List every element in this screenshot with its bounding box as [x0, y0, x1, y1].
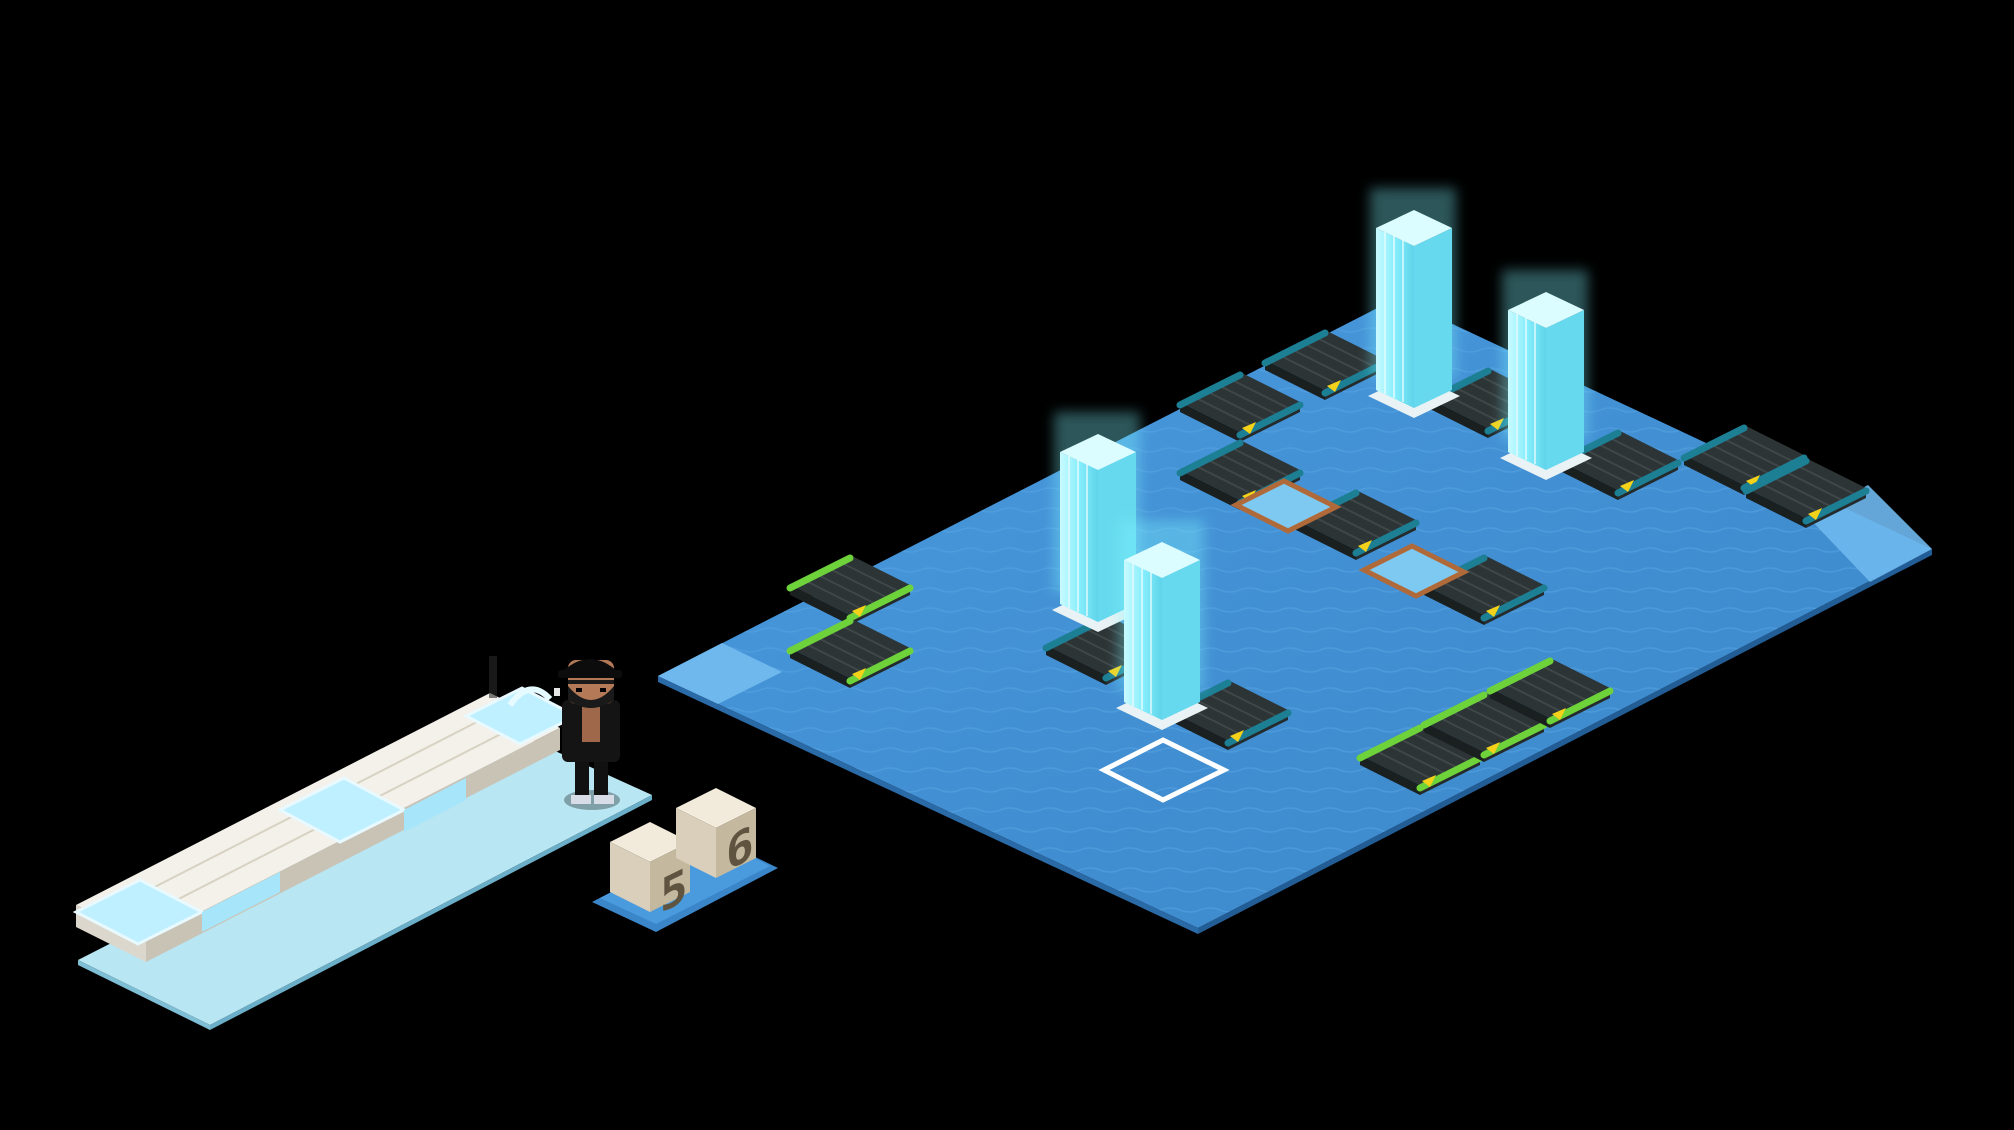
glass-pillar-icon[interactable] — [1368, 188, 1460, 418]
habbo-avatar-icon[interactable] — [489, 656, 622, 810]
pillar-group — [1052, 188, 1592, 730]
ice-frame-2[interactable] — [1358, 543, 1470, 599]
treadmill-icon[interactable] — [1176, 371, 1304, 442]
glass-pillar-icon[interactable] — [1116, 520, 1208, 730]
number-counter-icon[interactable] — [592, 788, 778, 932]
treadmill-icon[interactable] — [786, 554, 914, 625]
tile-selector-icon[interactable] — [1098, 737, 1230, 803]
treadmill-icon[interactable] — [786, 617, 914, 688]
treadmill-icon[interactable] — [1680, 424, 1808, 495]
glass-pillar-icon[interactable] — [1500, 270, 1592, 480]
treadmill-icon[interactable] — [1742, 457, 1870, 528]
ice-frame-1[interactable] — [1230, 478, 1342, 534]
counter-block-right — [676, 788, 756, 878]
treadmill-icon[interactable] — [1486, 657, 1614, 728]
ice-bench-icon[interactable] — [72, 686, 652, 1030]
